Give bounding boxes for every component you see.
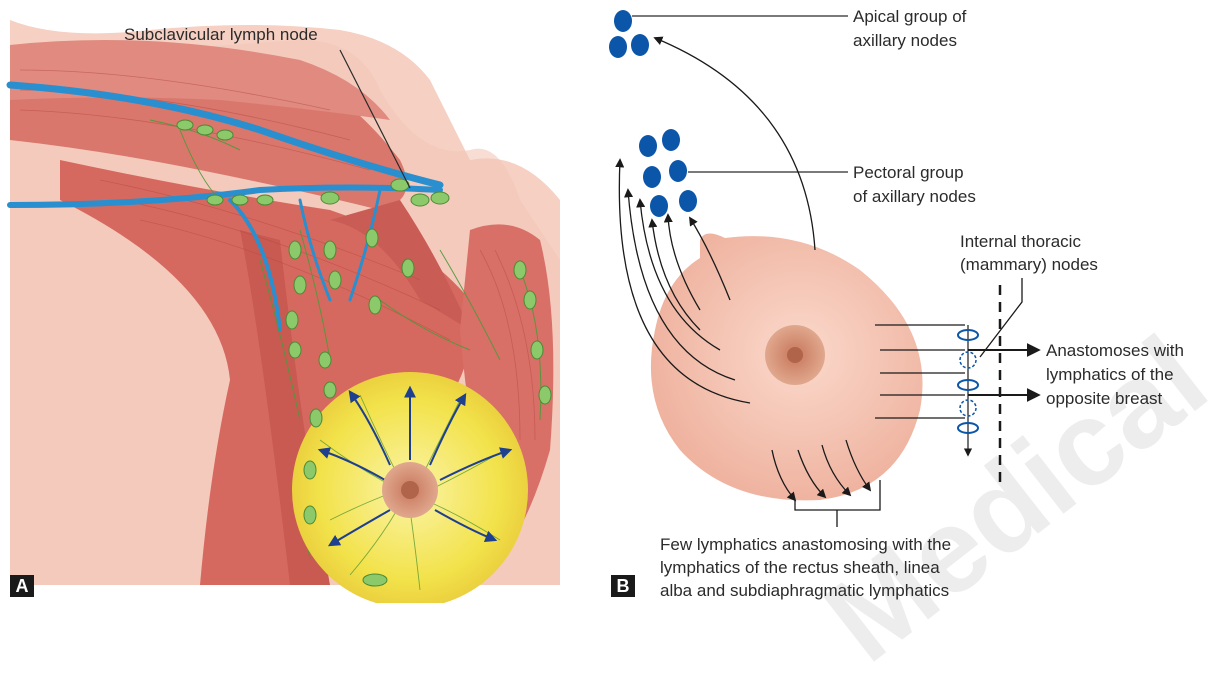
panel-b-letter: B <box>611 575 635 597</box>
pectoral-nodes <box>639 129 697 217</box>
breast-nipple <box>787 347 803 363</box>
few-lymphatics-line3: alba and subdiaphragmatic lymphatics <box>660 580 949 601</box>
apical-label-line2: axillary nodes <box>853 30 957 51</box>
internal-thoracic-label-line2: (mammary) nodes <box>960 254 1098 275</box>
internal-thoracic-label-line1: Internal thoracic <box>960 231 1081 252</box>
apical-label-line1: Apical group of <box>853 6 966 27</box>
pectoral-label-line1: Pectoral group <box>853 162 964 183</box>
anastomoses-label-line1: Anastomoses with <box>1046 340 1184 361</box>
pectoral-label-line2: of axillary nodes <box>853 186 976 207</box>
anastomoses-label-line2: lymphatics of the <box>1046 364 1174 385</box>
few-lymphatics-line2: lymphatics of the rectus sheath, linea <box>660 557 940 578</box>
internal-thoracic-chain <box>958 325 978 455</box>
subclavicular-label: Subclavicular lymph node <box>124 24 318 45</box>
panel-a-illustration <box>10 20 560 603</box>
panel-a-letter: A <box>10 575 34 597</box>
nipple <box>401 481 419 499</box>
apical-nodes <box>609 10 649 58</box>
few-lymphatics-line1: Few lymphatics anastomosing with the <box>660 534 951 555</box>
anastomoses-label-line3: opposite breast <box>1046 388 1162 409</box>
